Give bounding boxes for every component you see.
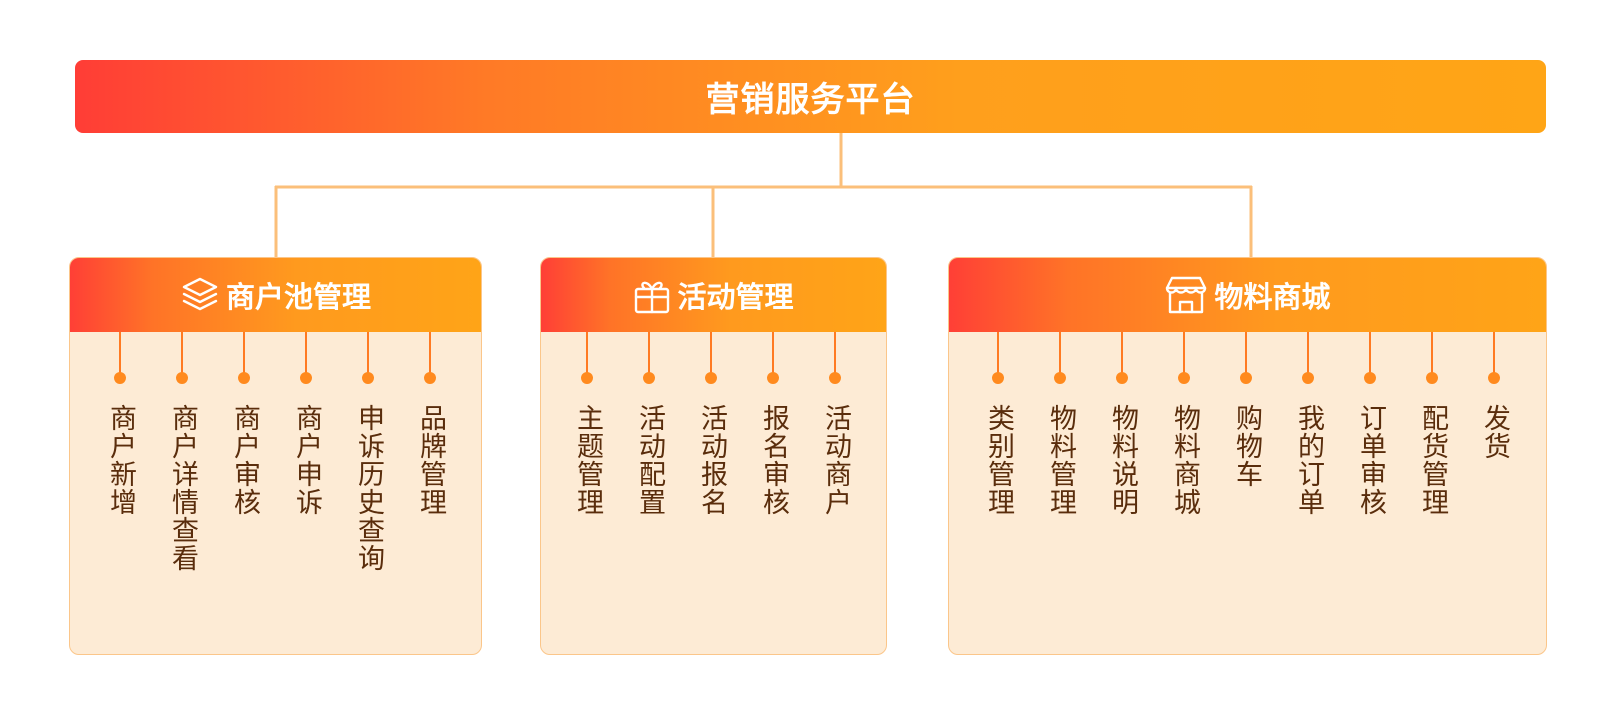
item-label: 品牌管理: [415, 404, 446, 516]
item-label: 商户申诉: [291, 404, 322, 516]
gift-icon: [633, 275, 671, 315]
item-label: 类别管理: [983, 404, 1014, 516]
item-label: 发货: [1479, 404, 1510, 460]
platform-title: 营销服务平台: [705, 80, 916, 120]
module-header: 物料商城: [949, 258, 1546, 332]
item-label: 物料管理: [1045, 404, 1076, 516]
store-icon: [1164, 275, 1208, 315]
module-card-activity: 活动管理 主题管理 活动配置 活动报名 报名审核 活动商户: [540, 257, 887, 655]
item-label: 申诉历史查询: [353, 404, 384, 572]
module-header: 活动管理: [541, 258, 886, 332]
item-label: 我的订单: [1293, 404, 1324, 516]
item-label: 配货管理: [1417, 404, 1448, 516]
module-header: 商户池管理: [70, 258, 481, 332]
item-label: 物料商城: [1169, 404, 1200, 516]
item-label: 购物车: [1231, 404, 1262, 488]
module-items: 商户新增 商户详情查看 商户审核 商户申诉 申诉历史查询 品牌管理: [70, 332, 481, 654]
item-label: 商户新增: [105, 404, 136, 516]
module-items: 类别管理 物料管理 物料说明 物料商城 购物车 我的订单 订单审核 配货管理: [949, 332, 1546, 654]
item-label: 活动商户: [820, 404, 851, 516]
layers-icon: [180, 275, 220, 315]
module-title: 物料商城: [1214, 280, 1331, 314]
item-label: 活动报名: [696, 404, 727, 516]
module-card-material-mall: 物料商城 类别管理 物料管理 物料说明 物料商城 购物车 我的订单 订单审核: [948, 257, 1547, 655]
module-card-merchant-pool: 商户池管理 商户新增 商户详情查看 商户审核 商户申诉 申诉历史查询 品牌管理: [69, 257, 482, 655]
module-title: 商户池管理: [225, 280, 371, 314]
item-label: 主题管理: [572, 404, 603, 516]
item-label: 订单审核: [1355, 404, 1386, 516]
item-label: 商户审核: [229, 404, 260, 516]
item-label: 商户详情查看: [167, 404, 198, 572]
platform-header: 营销服务平台: [75, 60, 1546, 133]
item-label: 报名审核: [758, 404, 789, 516]
module-items: 主题管理 活动配置 活动报名 报名审核 活动商户: [541, 332, 886, 654]
item-label: 物料说明: [1107, 404, 1138, 516]
item-label: 活动配置: [634, 404, 665, 516]
module-title: 活动管理: [677, 280, 794, 314]
